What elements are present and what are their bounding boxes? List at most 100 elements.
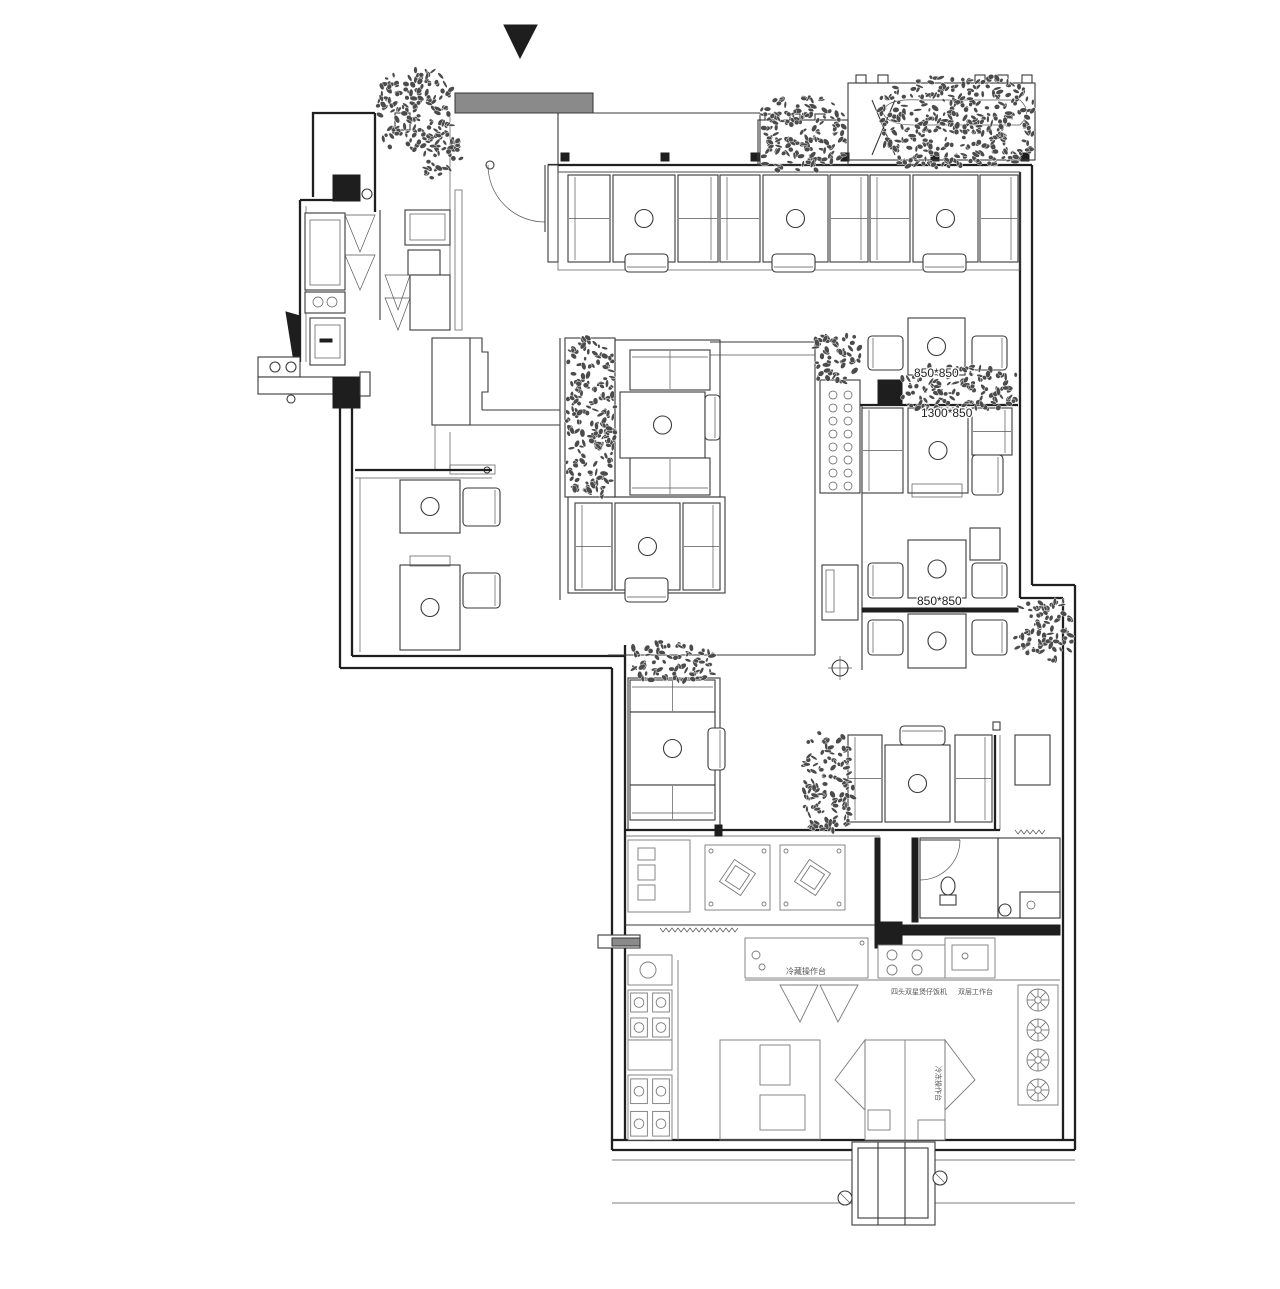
bollard-hatch: [839, 1192, 851, 1204]
plant-leaf: [1056, 614, 1062, 620]
plant-leaf: [920, 133, 926, 138]
plant-leaf: [923, 387, 929, 394]
rack-slot: [843, 442, 853, 452]
plant-leaf: [436, 150, 441, 157]
plant-leaf: [820, 156, 829, 162]
plant-leaf: [833, 359, 840, 364]
plant-leaf: [1005, 159, 1012, 162]
plant-leaf: [985, 370, 991, 378]
plant-leaf: [1004, 110, 1013, 116]
plant-leaf: [418, 72, 425, 78]
plant-leaf: [829, 115, 835, 120]
plant-leaf: [799, 129, 805, 136]
plant-leaf: [697, 651, 705, 656]
fridge-inner: [309, 219, 341, 286]
plant-leaf: [610, 413, 615, 422]
plant-leaf: [666, 642, 671, 649]
storefront-mullion: [750, 152, 760, 162]
table-center-mark: [927, 559, 947, 579]
appliance-inner: [409, 213, 446, 241]
wok-station: [779, 844, 846, 911]
plant-leaf: [424, 72, 430, 81]
plant-cluster: [800, 730, 857, 835]
partition-step: [470, 337, 489, 410]
plant-leaf: [427, 81, 432, 87]
plant-leaf: [581, 362, 587, 371]
plant-leaf: [818, 96, 824, 101]
plant-leaf: [977, 364, 982, 373]
plant-leaf: [955, 160, 960, 167]
plant-leaf: [939, 121, 947, 127]
storefront-mullion: [660, 152, 670, 162]
plant-leaf: [847, 344, 854, 352]
rack-slot: [843, 429, 853, 439]
plant-leaf: [949, 76, 955, 83]
plant-leaf: [816, 730, 822, 736]
plant-leaf: [428, 175, 435, 180]
plant-leaf: [602, 364, 609, 370]
table-center-mark: [662, 738, 683, 759]
plant-leaf: [974, 149, 981, 155]
plant-leaf: [910, 390, 916, 396]
table-center-mark: [652, 415, 673, 435]
plant-leaf: [394, 125, 401, 130]
plant-leaf: [430, 161, 436, 167]
plant-leaf: [1016, 83, 1022, 91]
plant-leaf: [829, 764, 837, 771]
counter-fitting: [758, 963, 766, 971]
service-counter-ledge: [257, 376, 334, 395]
burner-spoke: [1039, 1021, 1047, 1029]
plant-leaf: [813, 807, 821, 812]
plant-leaf: [890, 118, 899, 123]
entrance-canopy: [454, 92, 594, 114]
rack-slot: [843, 481, 853, 491]
plant-leaf: [698, 660, 706, 665]
sink-bowl: [637, 884, 656, 901]
dining-table: [884, 744, 951, 823]
plant-leaf: [688, 672, 696, 677]
plant-leaf: [986, 160, 992, 166]
plant-leaf: [922, 397, 929, 404]
plant-leaf: [826, 359, 832, 365]
burner-ring: [633, 1118, 645, 1130]
rack-slot: [828, 390, 838, 400]
plant-leaf: [811, 124, 818, 132]
plant-leaf: [961, 367, 968, 373]
plant-leaf: [441, 146, 447, 151]
plant-leaf: [936, 388, 944, 396]
plant-leaf: [652, 668, 657, 677]
exit-stair: [851, 1141, 936, 1226]
plant-leaf: [393, 131, 400, 137]
plant-leaf: [585, 370, 591, 380]
plant-leaf: [776, 100, 782, 106]
plant-leaf: [911, 372, 919, 380]
entrance-arrow-icon: [503, 24, 538, 60]
plant-leaf: [803, 103, 812, 109]
plant-leaf: [932, 127, 939, 133]
plant-leaf: [927, 107, 931, 113]
planter-crenel: [974, 74, 986, 84]
plant-leaf: [607, 463, 614, 469]
plant-leaf: [605, 398, 611, 403]
plant-leaf: [454, 137, 461, 144]
plant-leaf: [599, 470, 609, 477]
burner-ring: [655, 1118, 667, 1130]
plant-leaf: [707, 653, 717, 659]
rack-slot: [843, 416, 853, 426]
plant-leaf: [684, 658, 692, 663]
plant-leaf: [997, 101, 1006, 107]
plant-leaf: [800, 142, 809, 147]
plant-leaf: [609, 390, 616, 399]
bollard-hatch: [934, 1172, 946, 1184]
plant-leaf: [421, 166, 430, 171]
plant-leaf: [433, 106, 442, 112]
plant-leaf: [973, 107, 979, 113]
plant-leaf: [412, 123, 417, 132]
plant-leaf: [970, 383, 975, 389]
plant-leaf: [602, 422, 607, 429]
plant-leaf: [985, 83, 991, 89]
plant-leaf: [892, 107, 900, 113]
island-sink: [917, 1119, 946, 1141]
plant-leaf: [389, 108, 396, 113]
plant-leaf: [832, 803, 839, 809]
